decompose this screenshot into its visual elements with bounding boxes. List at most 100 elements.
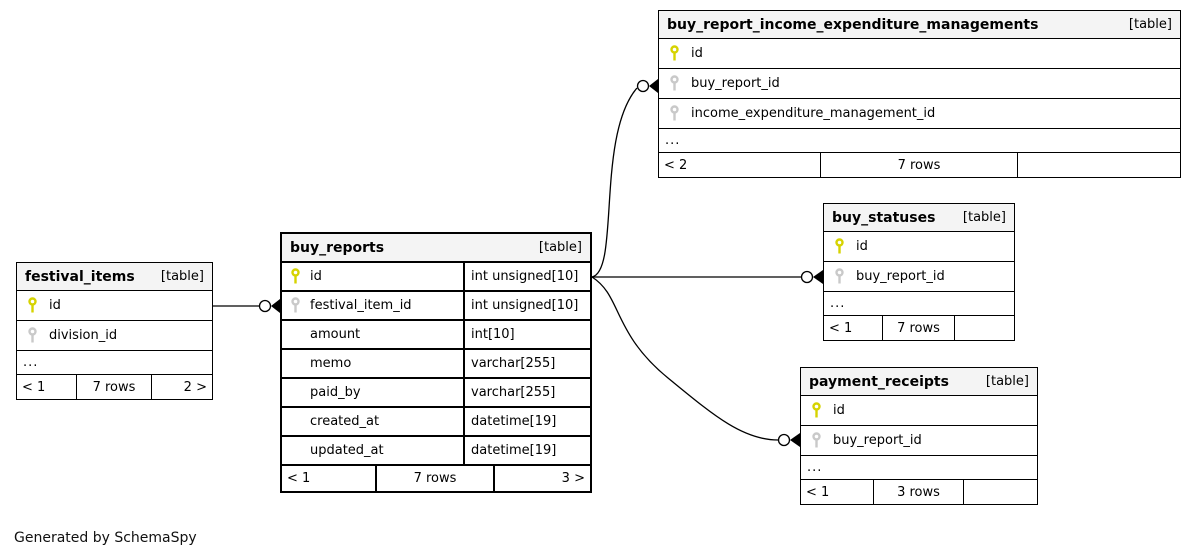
generated-by-note: Generated by SchemaSpy bbox=[14, 530, 197, 546]
column-row: festival_item_id int unsigned[10] bbox=[282, 292, 590, 321]
column-name: created_at bbox=[310, 414, 380, 429]
column-type: int unsigned[10] bbox=[463, 263, 590, 290]
column-type: varchar[255] bbox=[463, 350, 590, 377]
table-footer: < 2 7 rows bbox=[659, 153, 1180, 177]
foreign-key-icon bbox=[801, 432, 831, 449]
column-row: amount int[10] bbox=[282, 321, 590, 350]
column-name: income_expenditure_management_id bbox=[691, 106, 936, 121]
column-name: festival_item_id bbox=[310, 298, 412, 313]
table-festival-items[interactable]: festival_items [table] id division_id ..… bbox=[16, 262, 213, 400]
table-buy-statuses[interactable]: buy_statuses [table] id buy_report_id ..… bbox=[823, 203, 1015, 341]
column-name: memo bbox=[310, 356, 352, 371]
table-footer: < 1 3 rows bbox=[801, 480, 1037, 504]
column-row: id bbox=[824, 232, 1014, 262]
ellipsis-row: ... bbox=[824, 292, 1014, 316]
column-row: buy_report_id bbox=[824, 262, 1014, 292]
table-name[interactable]: buy_statuses bbox=[832, 209, 936, 226]
parent-count: < 1 bbox=[282, 466, 378, 491]
row-count: 7 rows bbox=[821, 153, 1019, 177]
parent-count: < 2 bbox=[659, 153, 821, 177]
foreign-key-icon bbox=[17, 327, 47, 344]
column-name: updated_at bbox=[310, 443, 384, 458]
table-header: buy_statuses [table] bbox=[824, 204, 1014, 232]
row-count: 3 rows bbox=[874, 480, 964, 504]
foreign-key-icon bbox=[659, 75, 689, 92]
primary-key-icon bbox=[17, 297, 47, 314]
column-name: buy_report_id bbox=[856, 269, 945, 284]
parent-count: < 1 bbox=[17, 375, 78, 399]
table-tag: [table] bbox=[985, 374, 1029, 389]
child-count: 2 > bbox=[183, 379, 207, 395]
crow-foot-arrow bbox=[271, 299, 280, 313]
ellipsis-row: ... bbox=[17, 351, 212, 375]
crow-foot-arrow bbox=[649, 79, 658, 93]
table-name[interactable]: buy_report_income_expenditure_management… bbox=[667, 16, 1039, 33]
column-row: income_expenditure_management_id bbox=[659, 99, 1180, 129]
child-count bbox=[964, 480, 1037, 504]
column-name: paid_by bbox=[310, 385, 361, 400]
column-row: created_at datetime[19] bbox=[282, 408, 590, 437]
column-name: amount bbox=[310, 327, 361, 342]
primary-key-icon bbox=[824, 238, 854, 255]
column-type: datetime[19] bbox=[463, 437, 590, 464]
table-buy-report-income-expenditure-managements[interactable]: buy_report_income_expenditure_management… bbox=[658, 10, 1181, 178]
foreign-key-icon bbox=[824, 268, 854, 285]
column-name: buy_report_id bbox=[691, 76, 780, 91]
column-row: memo varchar[255] bbox=[282, 350, 590, 379]
column-row: division_id bbox=[17, 321, 212, 351]
column-row: id bbox=[801, 396, 1037, 426]
table-name[interactable]: festival_items bbox=[25, 268, 135, 285]
zero-or-one-circle bbox=[800, 270, 814, 284]
zero-or-one-circle bbox=[636, 79, 650, 93]
relationship-line-buy-reports-to-brie bbox=[591, 87, 638, 278]
row-count: 7 rows bbox=[77, 375, 152, 399]
foreign-key-icon bbox=[282, 297, 308, 314]
table-name[interactable]: payment_receipts bbox=[809, 373, 949, 390]
table-header: buy_report_income_expenditure_management… bbox=[659, 11, 1180, 39]
column-row: paid_by varchar[255] bbox=[282, 379, 590, 408]
ellipsis-row: ... bbox=[659, 129, 1180, 153]
row-count: 7 rows bbox=[377, 466, 495, 491]
table-buy-reports[interactable]: buy_reports [table] id int unsigned[10] … bbox=[280, 232, 592, 493]
table-tag: [table] bbox=[160, 269, 204, 284]
table-footer: < 1 7 rows bbox=[824, 316, 1014, 340]
table-tag: [table] bbox=[1128, 17, 1172, 32]
primary-key-icon bbox=[659, 45, 689, 62]
parent-count: < 1 bbox=[801, 480, 875, 504]
column-row: buy_report_id bbox=[801, 426, 1037, 456]
table-header: festival_items [table] bbox=[17, 263, 212, 291]
column-row: buy_report_id bbox=[659, 69, 1180, 99]
table-footer: < 1 7 rows 3 > bbox=[282, 466, 590, 491]
column-row: id bbox=[659, 39, 1180, 69]
column-row: updated_at datetime[19] bbox=[282, 437, 590, 466]
table-header: buy_reports [table] bbox=[282, 234, 590, 263]
column-type: int[10] bbox=[463, 321, 590, 348]
crow-foot-arrow bbox=[790, 433, 800, 447]
ellipsis-row: ... bbox=[801, 456, 1037, 480]
column-type: int unsigned[10] bbox=[463, 292, 590, 319]
column-type: datetime[19] bbox=[463, 408, 590, 435]
foreign-key-icon bbox=[659, 105, 689, 122]
table-tag: [table] bbox=[538, 240, 582, 255]
table-tag: [table] bbox=[962, 210, 1006, 225]
parent-count: < 1 bbox=[824, 316, 883, 340]
primary-key-icon bbox=[282, 268, 308, 285]
zero-or-one-circle bbox=[777, 433, 791, 447]
column-name: id bbox=[856, 239, 868, 254]
column-row: id int unsigned[10] bbox=[282, 263, 590, 292]
zero-or-one-circle bbox=[258, 299, 272, 313]
child-count bbox=[1018, 153, 1180, 177]
column-name: division_id bbox=[49, 328, 118, 343]
column-name: id bbox=[49, 298, 61, 313]
table-header: payment_receipts [table] bbox=[801, 368, 1037, 396]
column-name: id bbox=[691, 46, 703, 61]
column-type: varchar[255] bbox=[463, 379, 590, 406]
relationship-line-buy-reports-to-payment-receipts bbox=[591, 276, 779, 441]
table-payment-receipts[interactable]: payment_receipts [table] id buy_report_i… bbox=[800, 367, 1038, 505]
table-footer: < 1 7 rows 2 > bbox=[17, 375, 212, 399]
column-name: id bbox=[310, 269, 322, 284]
child-count: 3 > bbox=[561, 471, 585, 486]
column-row: id bbox=[17, 291, 212, 321]
column-name: id bbox=[833, 403, 845, 418]
table-name[interactable]: buy_reports bbox=[290, 239, 385, 256]
